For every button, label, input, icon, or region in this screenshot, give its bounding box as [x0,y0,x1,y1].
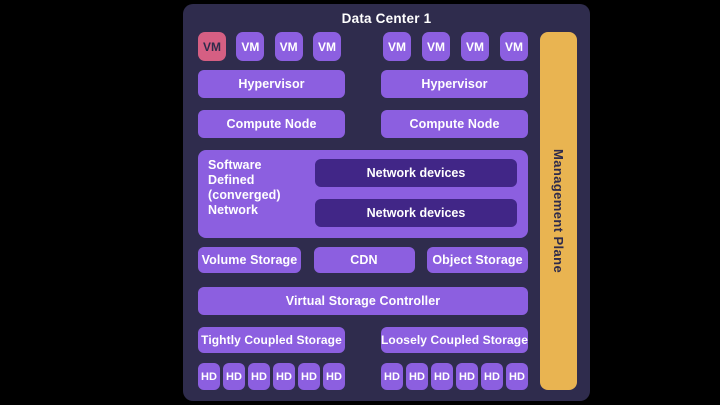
vm-box: VM [274,32,303,61]
cdn-box: CDN [313,247,415,273]
loosely-coupled-storage-box: Loosely Coupled Storage [381,327,528,353]
hd-box: HD [506,363,528,390]
vm-box: VM [198,32,226,61]
hd-box: HD [406,363,428,390]
hd-box: HD [323,363,345,390]
vm-row: VM VM VM VM VM VM VM VM [198,32,528,61]
hd-box: HD [198,363,220,390]
vm-box: VM [500,32,528,61]
hd-box: HD [223,363,245,390]
network-devices-box-1: Network devices [315,159,517,187]
compute-node-box-2: Compute Node [381,110,528,138]
hd-box: HD [273,363,295,390]
sdn-label-line: Network [208,203,259,217]
hypervisor-row: Hypervisor Hypervisor [198,70,528,98]
hd-row: HD HD HD HD HD HD HD HD HD HD HD HD [198,363,528,390]
object-storage-box: Object Storage [427,247,528,273]
management-plane-bar: Management Plane [540,32,577,390]
vm-box: VM [312,32,341,61]
vm-box: VM [422,32,450,61]
hd-box: HD [248,363,270,390]
hd-cluster-1: HD HD HD HD HD HD [198,363,345,390]
hd-box: HD [481,363,503,390]
data-center-panel: Data Center 1 VM VM VM VM VM VM VM VM Hy… [183,4,590,401]
vm-box: VM [383,32,411,61]
sdn-label-line: Defined [208,173,255,187]
sdn-label-line: (converged) [208,188,281,202]
vm-box: VM [236,32,265,61]
hd-box: HD [431,363,453,390]
virtual-storage-controller-box: Virtual Storage Controller [198,287,528,315]
compute-node-box-1: Compute Node [198,110,345,138]
vm-cluster-2: VM VM VM VM [383,32,528,61]
network-devices-stack: Network devices Network devices [315,159,517,227]
sdn-label-line: Software [208,158,262,172]
coupled-storage-row: Tightly Coupled Storage Loosely Coupled … [198,327,528,353]
hd-box: HD [298,363,320,390]
virtual-storage-controller-row: Virtual Storage Controller [198,287,528,315]
storage-services-row: Volume Storage CDN Object Storage [198,247,528,273]
hypervisor-box-1: Hypervisor [198,70,345,98]
volume-storage-box: Volume Storage [198,247,301,273]
hd-box: HD [456,363,478,390]
compute-node-row: Compute Node Compute Node [198,110,528,138]
hd-cluster-2: HD HD HD HD HD HD [381,363,528,390]
software-defined-network-container: Software Defined (converged) Network Net… [198,150,528,238]
vm-box: VM [461,32,489,61]
tightly-coupled-storage-box: Tightly Coupled Storage [198,327,345,353]
network-devices-box-2: Network devices [315,199,517,227]
hd-box: HD [381,363,403,390]
data-center-title: Data Center 1 [341,11,432,26]
sdn-label: Software Defined (converged) Network [208,158,281,218]
hypervisor-box-2: Hypervisor [381,70,528,98]
vm-cluster-1: VM VM VM VM [198,32,341,61]
management-plane-label: Management Plane [551,148,566,274]
